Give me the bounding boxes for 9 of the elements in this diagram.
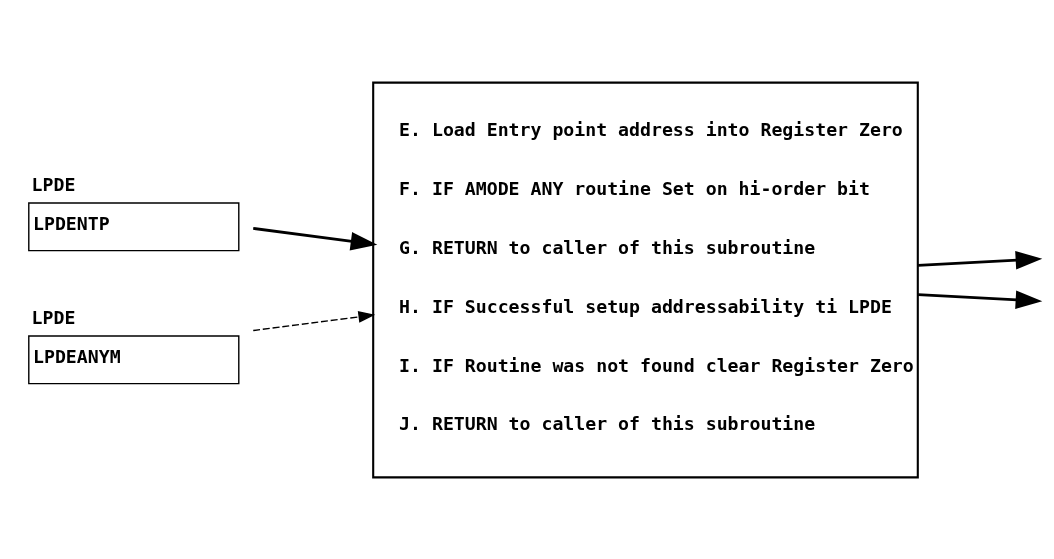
arrow xyxy=(918,290,1043,309)
arrow xyxy=(253,226,378,251)
arrow xyxy=(918,250,1043,269)
node-label: LPDE xyxy=(31,306,76,328)
node-box: E. Load Entry point address into Register Zero F. IF AMODE ANY routine Set on hi-order bit G. RETURN to caller of this subroutine H. IF Successful setup addressability ti LPDE I. IF Routine was not found clear Register Zero J. RETURN to caller of this subroutine xyxy=(372,81,919,478)
node-label: LPDE xyxy=(31,173,76,195)
node-box: LPDENTP xyxy=(28,201,240,251)
node-box: LPDEANYM xyxy=(28,334,240,384)
arrow xyxy=(252,310,376,331)
